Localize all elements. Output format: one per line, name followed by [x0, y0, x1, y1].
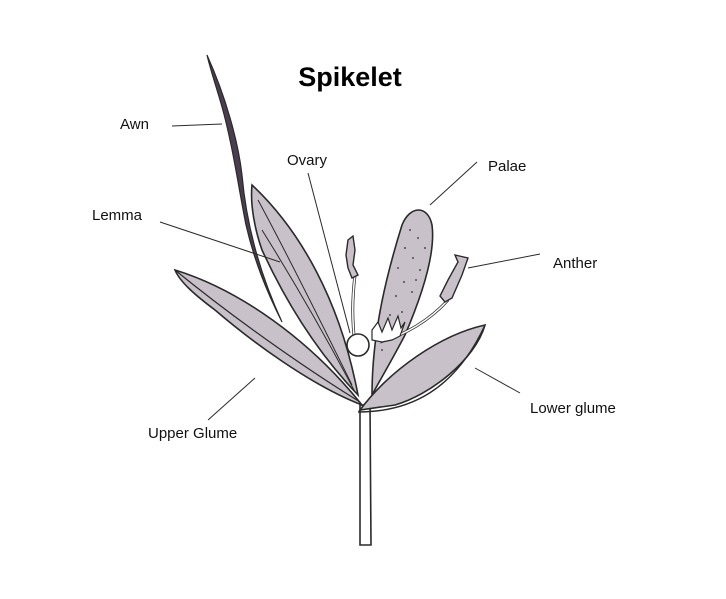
palae-shape	[371, 209, 434, 396]
label-awn: Awn	[120, 116, 149, 133]
upper-glume-inner	[174, 269, 361, 403]
anther-leader	[467, 253, 541, 269]
lemma-vein-1	[257, 199, 353, 386]
label-upper-glume: Upper Glume	[148, 425, 238, 442]
stigma	[371, 314, 406, 343]
upper-glume-shape	[173, 268, 365, 407]
awn-leader	[171, 123, 223, 127]
lemma-vein-2	[261, 229, 355, 391]
label-lower-glume: Lower glume	[530, 400, 616, 417]
label-palae: Palae	[488, 158, 527, 175]
palae-leader	[429, 161, 478, 206]
diagram-title: Spikelet	[298, 62, 402, 92]
lemma-leader	[159, 221, 281, 263]
ovary-shape	[346, 333, 370, 357]
label-anther: Anther	[553, 255, 598, 272]
awn-shape	[206, 54, 283, 323]
anther-left	[345, 234, 359, 279]
stalk	[359, 404, 372, 546]
label-lemma: Lemma	[92, 207, 143, 224]
ovary-leader	[307, 172, 351, 334]
label-ovary: Ovary	[287, 152, 328, 169]
palae-stipple	[381, 229, 426, 351]
anther-right	[439, 254, 469, 303]
lower-glume-lower-edge	[357, 324, 486, 413]
upper-glume-leader	[207, 377, 256, 421]
lower-glume-leader	[474, 367, 521, 394]
